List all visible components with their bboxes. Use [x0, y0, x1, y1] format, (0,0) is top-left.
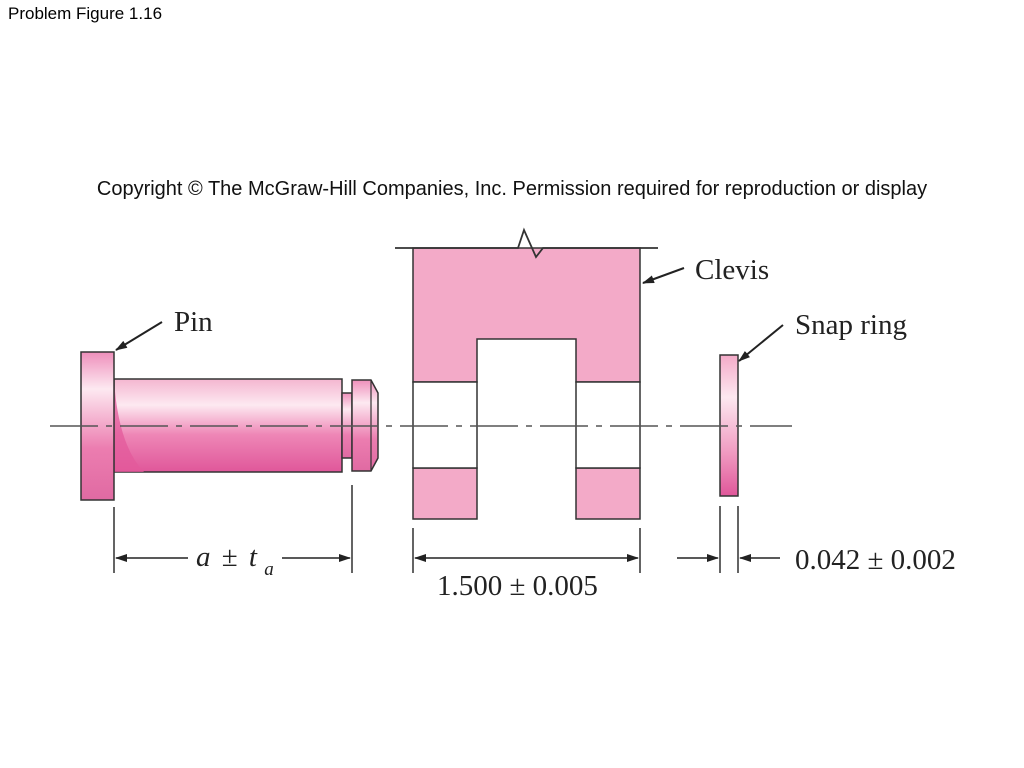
pin-leader-arrow	[115, 321, 163, 351]
copyright-notice: Copyright © The McGraw-Hill Companies, I…	[96, 178, 928, 200]
snap-ring-label: Snap ring	[795, 309, 907, 341]
pin-length-label: a ± t a	[196, 541, 274, 580]
clevis-body	[412, 247, 641, 383]
pin-length-tol-sub: a	[264, 559, 274, 580]
clevis-right-hole	[575, 381, 641, 469]
clevis-width-label: 1.500 ± 0.005	[437, 570, 598, 602]
ring-thickness-dimension: 0.042 ± 0.002	[677, 506, 956, 576]
pin-fillet-shade	[114, 379, 144, 472]
clevis-break-line	[395, 227, 658, 259]
clevis-left-hole	[412, 381, 478, 469]
ring-thickness-label: 0.042 ± 0.002	[795, 544, 956, 576]
clevis-leader-arrow	[642, 267, 685, 284]
pin-length-tol: t	[249, 541, 258, 573]
pin-length-pm: ±	[222, 541, 238, 573]
pin-length-dimension: a ± t a	[113, 485, 353, 580]
clevis-width-dimension: 1.500 ± 0.005	[412, 528, 641, 602]
clevis-label: Clevis	[695, 254, 769, 286]
snap-ring-leader-arrow	[738, 324, 784, 362]
slide-title: Problem Figure 1.16	[8, 4, 163, 23]
clevis-left-lower	[412, 467, 478, 520]
pin-label: Pin	[174, 306, 213, 338]
pin-length-var: a	[196, 541, 211, 573]
clevis	[395, 227, 658, 520]
clevis-right-lower	[575, 467, 641, 520]
